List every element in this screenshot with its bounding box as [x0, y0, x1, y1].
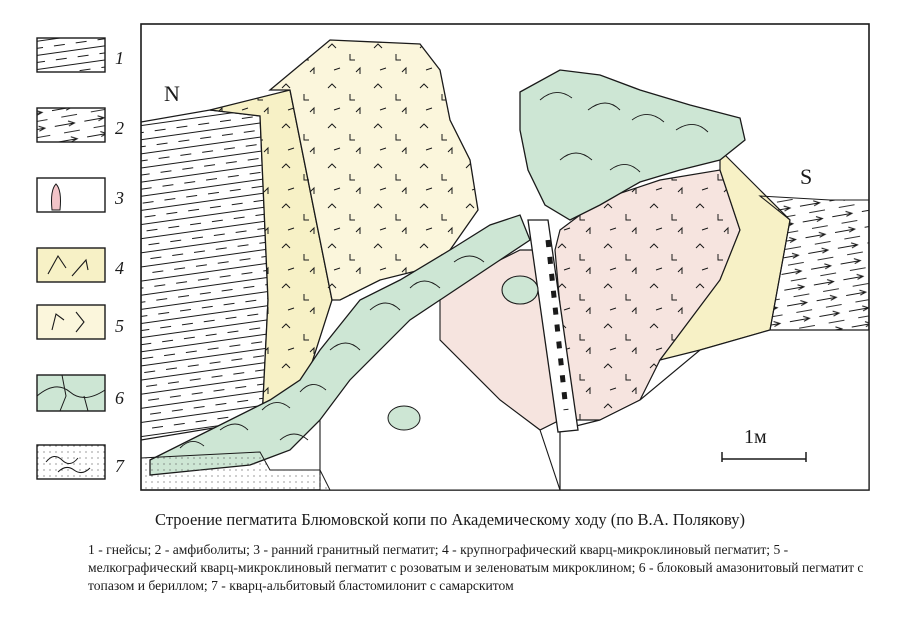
- scale-label: 1м: [744, 426, 767, 448]
- legend-number-6: 6: [115, 388, 124, 408]
- unit-amazonite-cap: [519, 69, 746, 221]
- unit-early-granite-dike: [527, 219, 579, 433]
- scale-bar: 1м: [721, 426, 807, 462]
- legend-item-5: 5: [36, 304, 124, 340]
- legend-number-1: 1: [115, 48, 124, 68]
- unit-pink-right-pattern: [555, 170, 740, 420]
- unit-amazonite-band: [149, 214, 531, 476]
- legend-item-3: 3: [36, 177, 124, 213]
- legend-number-5: 5: [115, 316, 124, 336]
- legend-item-2: 2: [36, 107, 124, 143]
- amazonite-small: [387, 405, 421, 431]
- legend-item-1: 1: [36, 37, 124, 73]
- legend-number-3: 3: [114, 188, 124, 208]
- legend-item-7: 7: [36, 444, 125, 480]
- legend-number-2: 2: [115, 118, 124, 138]
- north-label: N: [164, 81, 180, 106]
- south-label: S: [800, 164, 812, 189]
- amazonite-blob: [501, 275, 539, 305]
- figure-caption: Строение пегматита Блюмовской копи по Ак…: [155, 510, 745, 529]
- unit-coarse-graphic-left-pattern: [210, 90, 332, 420]
- legend-item-4: 4: [36, 247, 124, 283]
- legend: 1 2 3 4 5 6 7: [36, 37, 125, 480]
- legend-description: 1 - гнейсы; 2 - амфиболиты; 3 - ранний г…: [88, 542, 864, 593]
- legend-item-6: 6: [36, 374, 124, 412]
- geological-section-figure: N S 1м 1 2 3 4 5: [36, 23, 870, 491]
- unit-gneiss-left: [141, 109, 269, 441]
- unit-fine-graphic-center-pattern: [270, 40, 478, 300]
- unit-bottom-white: [319, 298, 561, 490]
- legend-number-7: 7: [115, 456, 125, 476]
- unit-lower-right: [559, 329, 869, 490]
- legend-number-4: 4: [115, 258, 124, 278]
- dike-center-line: [545, 239, 569, 411]
- unit-blastomylonite: [141, 451, 331, 490]
